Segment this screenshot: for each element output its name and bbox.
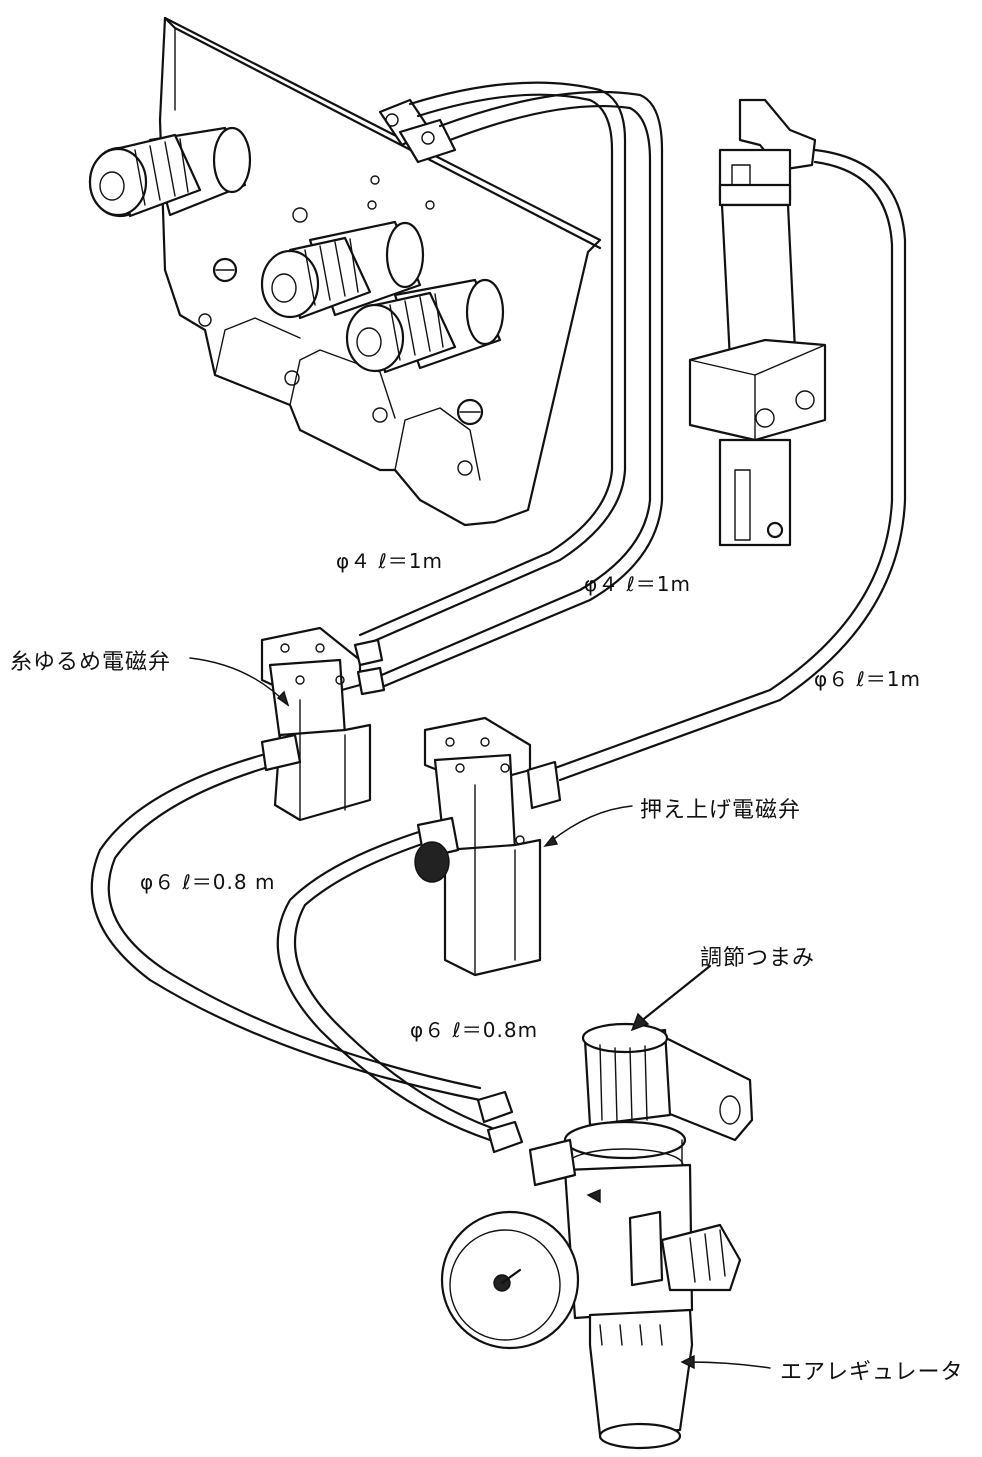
- tube-spec-phi4-1: φ４ ℓ＝1m: [336, 549, 444, 573]
- tubes: [90, 81, 907, 1142]
- tube-spec-phi6-1m: φ６ ℓ＝1m: [814, 667, 922, 691]
- presser-lift-valve-drawing: [414, 716, 562, 977]
- label-presser-lift-valve: 押え上げ電磁弁: [640, 798, 802, 823]
- thread-release-valve-drawing: [260, 626, 386, 822]
- label-air-regulator: エアレギュレータ: [780, 1360, 964, 1385]
- air-regulator-drawing: [440, 1022, 754, 1450]
- label-thread-release-valve: 糸ゆるめ電磁弁: [10, 650, 172, 675]
- leader-lines: [189, 657, 771, 1370]
- label-adjust-knob: 調節つまみ: [700, 946, 816, 971]
- tension-knob-1: [88, 126, 252, 218]
- elbow-fittings-top: [378, 98, 457, 164]
- tube-spec-phi6-0-8m-b: φ６ ℓ＝0.8m: [410, 1018, 539, 1042]
- air-cylinder: [688, 98, 827, 547]
- tube-spec-phi4-2: φ４ ℓ＝1m: [584, 572, 692, 596]
- tension-knob-3: [345, 278, 505, 374]
- tube-spec-phi6-0-8m-a: φ６ ℓ＝0.8 m: [140, 870, 276, 894]
- tension-knob-2: [260, 220, 425, 320]
